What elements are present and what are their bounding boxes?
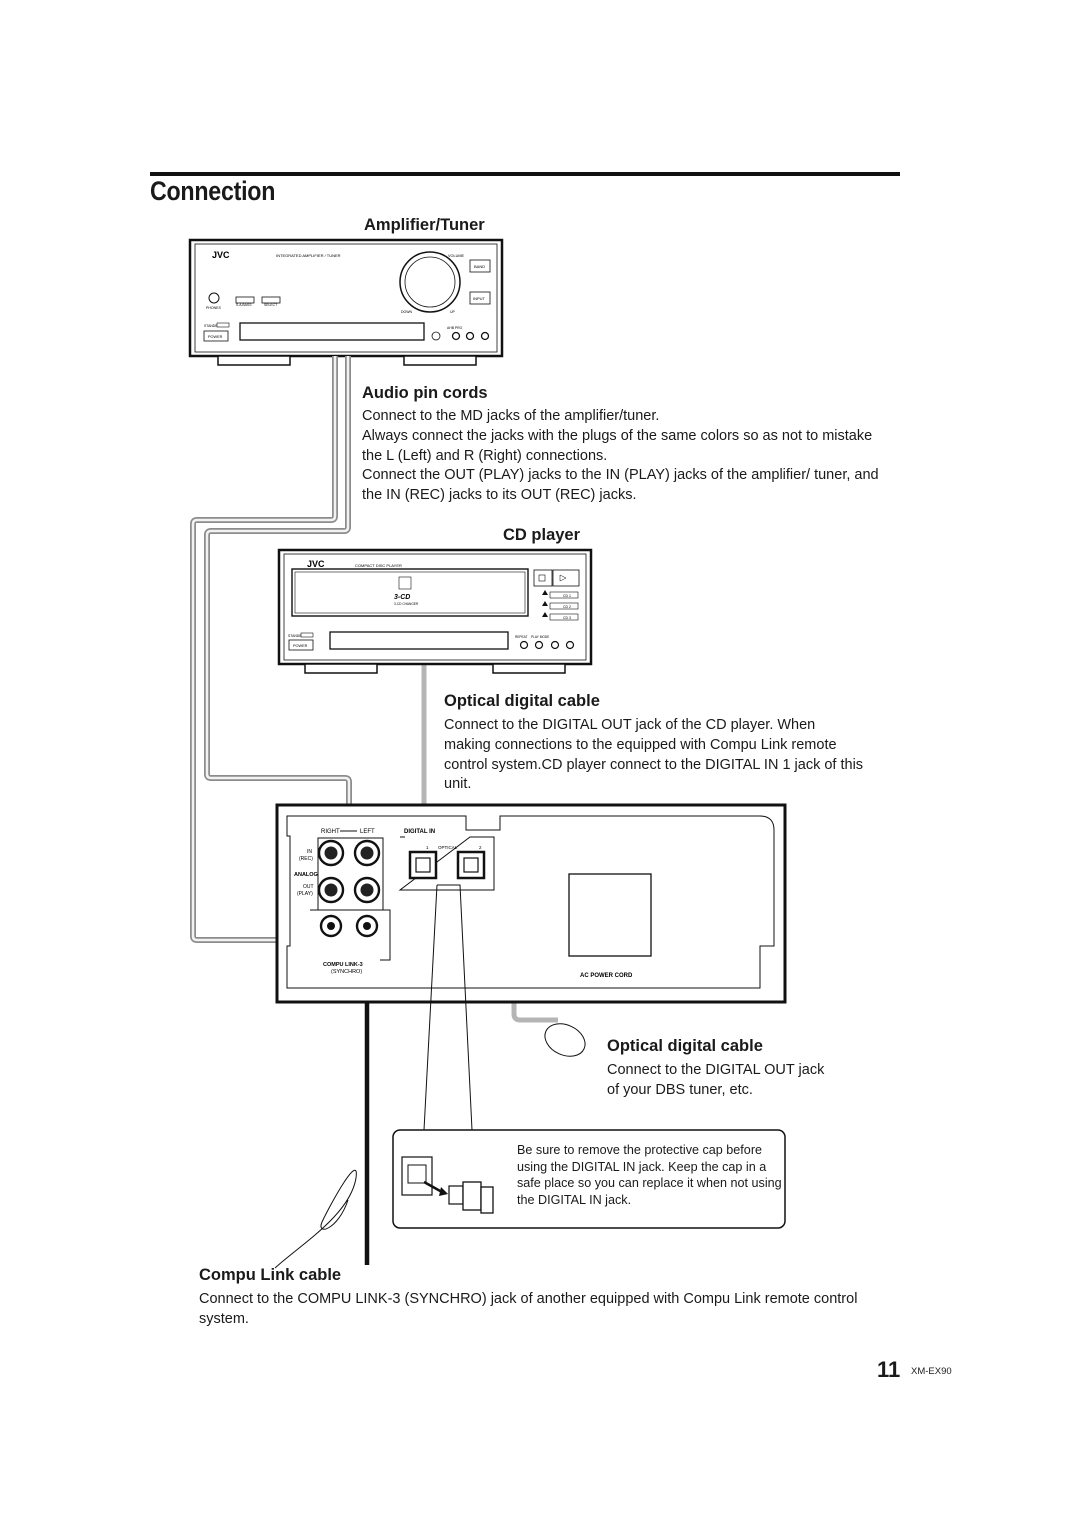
amp-panel-label: INTEGRATED AMPLIFIER / TUNER	[276, 253, 341, 258]
cd-playmode-label: PLAY MODE	[531, 635, 549, 639]
note-text: Be sure to remove the protective cap bef…	[517, 1143, 782, 1207]
rear-digital-in-label: DIGITAL IN	[404, 829, 435, 835]
rear-in-label: IN	[307, 849, 312, 855]
cd-repeat-label: REPEAT	[515, 635, 528, 639]
rear-rec-label: (REC)	[299, 856, 313, 862]
digital-in-1-jack	[408, 850, 438, 880]
cd-cd3-label: CD 3	[563, 616, 571, 620]
rear-jack1-label: 1	[426, 845, 429, 850]
rear-compulink-label: COMPU LINK-3	[323, 962, 363, 968]
compu-link-heading: Compu Link cable	[199, 1266, 342, 1284]
rear-ac-label: AC POWER CORD	[580, 973, 633, 979]
cd-panel-label: COMPACT DISC PLAYER	[355, 563, 402, 568]
compu-link-text: Connect to the COMPU LINK-3 (SYNCHRO) ja…	[199, 1291, 858, 1327]
amp-input-label: INPUT	[473, 296, 486, 301]
phones-jack	[208, 292, 220, 304]
header-rule	[150, 172, 900, 176]
amp-power-label: POWER	[208, 335, 223, 339]
amplifier-heading: Amplifier/Tuner	[364, 216, 485, 234]
rear-jack2-label: 2	[479, 845, 482, 850]
amp-down-label: DOWN	[401, 310, 413, 314]
rear-optical-label: OPTICAL	[438, 845, 458, 850]
cd-tray-window	[291, 568, 529, 617]
rear-left-label: LEFT	[360, 829, 375, 835]
optical-cable-text-2: Connect to the DIGITAL OUT jack of your …	[607, 1062, 825, 1098]
cd-power-button	[288, 639, 314, 651]
cd-logo: 3-CD	[394, 594, 410, 601]
amp-up-label: UP	[450, 310, 456, 314]
amplifier-unit: JVC INTEGRATED AMPLIFIER / TUNER VOLUME …	[188, 238, 504, 366]
cd-cd1-label: CD 1	[563, 594, 571, 598]
rear-right-label: RIGHT	[321, 829, 340, 835]
cd-brand: JVC	[307, 559, 325, 569]
cd-cd2-label: CD 2	[563, 605, 571, 609]
model-number: XM-EX90	[911, 1366, 952, 1377]
amp-ahb-label: AHB PRO	[447, 326, 463, 330]
amp-tray	[239, 322, 425, 341]
input-button	[469, 291, 491, 305]
amp-power-button	[203, 330, 229, 342]
band-button	[469, 259, 491, 273]
rear-panel-unit: RIGHT LEFT IN (REC) ANALOG OUT (PLAY) CO…	[275, 803, 787, 1004]
rear-analog-label: ANALOG	[294, 872, 318, 878]
audio-pin-heading: Audio pin cords	[362, 384, 488, 402]
optical-cable-heading-2: Optical digital cable	[607, 1037, 763, 1055]
optical-cable-heading-1: Optical digital cable	[444, 692, 600, 710]
amp-band-label: BAND	[474, 264, 485, 269]
page-number: 11	[877, 1357, 901, 1382]
amp-brand: JVC	[212, 250, 230, 260]
audio-pin-text-2: Always connect the jacks with the plugs …	[362, 427, 873, 464]
amp-standby-label: STANDBY	[204, 324, 221, 328]
audio-pin-text: Connect to the MD jacks of the amplifier…	[362, 407, 882, 506]
rear-out-label: OUT	[303, 884, 314, 890]
audio-pin-text-3: Connect the OUT (PLAY) jacks to the IN (…	[362, 467, 879, 504]
amp-select-label: SELECT	[264, 303, 277, 307]
amp-volume-label: VOLUME	[448, 254, 465, 258]
cd-standby-label: STANDBY	[288, 634, 305, 638]
amp-phones-label: PHONES	[206, 306, 221, 310]
cd-logo-sub: 3-CD CHANGER	[394, 602, 419, 606]
optical-cable-text-1: Connect to the DIGITAL OUT jack of the C…	[444, 717, 864, 793]
audio-pin-text-1: Connect to the MD jacks of the amplifier…	[362, 408, 660, 424]
cd-player-unit: JVC COMPACT DISC PLAYER 3-CD 3-CD CHANGE…	[277, 548, 593, 674]
rear-play-label: (PLAY)	[297, 891, 313, 897]
cd-player-heading: CD player	[503, 526, 581, 544]
ac-power-box	[568, 873, 652, 957]
amp-sbass-label: S.A.BASS	[236, 303, 252, 307]
cd-power-label: POWER	[293, 644, 308, 648]
rear-synchro-label: (SYNCHRO)	[331, 969, 362, 975]
section-title: Connection	[150, 176, 276, 206]
